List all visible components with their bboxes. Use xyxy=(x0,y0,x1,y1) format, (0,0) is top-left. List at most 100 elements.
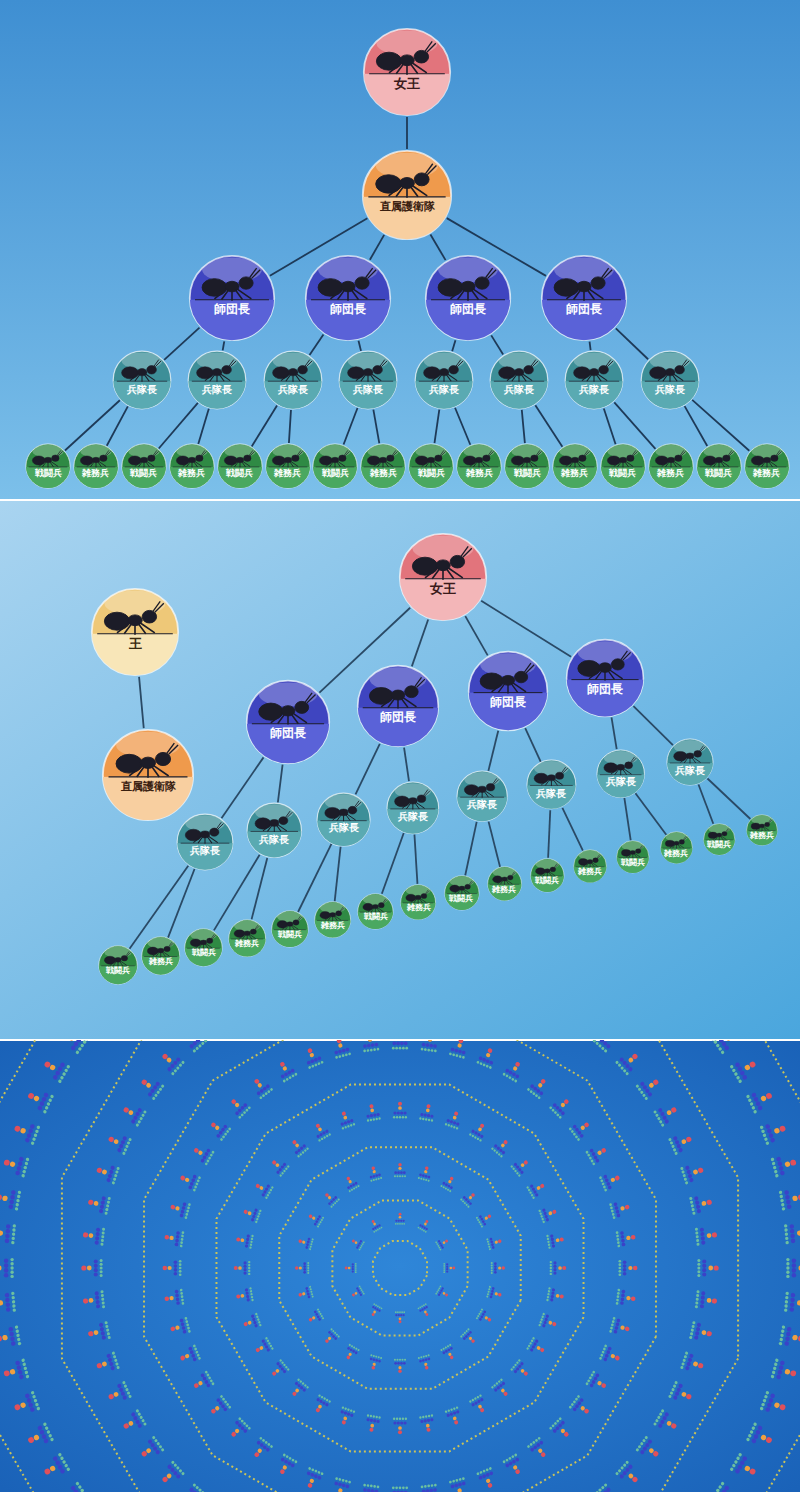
hierarchy-line xyxy=(548,810,550,857)
circle-shape xyxy=(246,802,303,859)
rank-label: 師団長 xyxy=(566,303,602,316)
hierarchy-line xyxy=(164,328,199,360)
circle-shape xyxy=(356,664,440,748)
hierarchy-line xyxy=(159,403,198,449)
rank-label: 戦闘兵 xyxy=(130,469,157,479)
ant-silhouette xyxy=(554,268,612,301)
rank-label: 雑務兵 xyxy=(274,469,301,479)
hierarchy-line xyxy=(707,778,750,819)
rank-label: 戦闘兵 xyxy=(621,859,645,868)
panel-ground xyxy=(0,1040,800,1492)
circle-shape xyxy=(640,350,700,410)
rank-label: 雑務兵 xyxy=(82,469,109,479)
hierarchy-line xyxy=(404,748,409,782)
squad-circle: 兵隊長 xyxy=(489,350,549,410)
ant-silhouette xyxy=(234,925,259,939)
hierarchy-line xyxy=(298,844,331,912)
rank-label: 兵隊長 xyxy=(353,384,383,395)
hierarchy-line xyxy=(488,731,498,771)
rank-label: 兵隊長 xyxy=(127,384,157,395)
guard-circle: 直属護衛隊 xyxy=(361,149,453,241)
circle-shape xyxy=(666,738,714,786)
ant-silhouette xyxy=(649,360,689,382)
rank-label: 兵隊長 xyxy=(606,776,636,787)
hierarchy-line xyxy=(278,765,283,803)
rank-label: 戦闘兵 xyxy=(106,967,130,976)
soldier-circle: 戦闘兵 xyxy=(98,945,138,985)
ant-silhouette xyxy=(579,854,602,867)
hierarchy-line xyxy=(223,341,225,350)
squad-circle: 兵隊長 xyxy=(526,759,577,810)
rank-label: 兵隊長 xyxy=(675,765,705,776)
soldier-circle: 戦闘兵 xyxy=(696,443,742,489)
rank-label: 王 xyxy=(129,637,142,651)
soldier-circle: 戦闘兵 xyxy=(357,893,394,930)
rank-label: 師団長 xyxy=(450,303,486,316)
hierarchy-line xyxy=(434,410,439,444)
rank-label: 雑務兵 xyxy=(750,832,774,841)
circle-shape xyxy=(696,443,742,489)
soldier-circle: 戦闘兵 xyxy=(504,443,550,489)
soldier-circle: 雑務兵 xyxy=(228,919,266,957)
circle-shape xyxy=(360,443,406,489)
ant-silhouette xyxy=(148,943,174,958)
hierarchy-line xyxy=(604,408,616,444)
rank-label: 兵隊長 xyxy=(329,822,359,833)
ant-silhouette xyxy=(80,450,110,467)
ant-silhouette xyxy=(607,450,637,467)
panel-ground xyxy=(0,500,800,1040)
rank-label: 戦闘兵 xyxy=(35,469,62,479)
circle-shape xyxy=(316,792,371,847)
soldier-circle: 雑務兵 xyxy=(746,814,778,846)
division-circle: 師団長 xyxy=(304,254,392,342)
ant-silhouette xyxy=(406,890,430,903)
soldier-circle: 戦闘兵 xyxy=(184,928,223,967)
hierarchy-line xyxy=(614,402,655,448)
circle-shape xyxy=(414,350,474,410)
circle-shape xyxy=(565,638,645,718)
squad-circle: 兵隊長 xyxy=(564,350,624,410)
squad-circle: 兵隊長 xyxy=(246,802,303,859)
soldier-circle: 雑務兵 xyxy=(573,849,607,883)
soldier-circle: 戦闘兵 xyxy=(312,443,358,489)
ant-silhouette xyxy=(463,450,493,467)
rank-label: 雑務兵 xyxy=(578,868,602,877)
ant-silhouette xyxy=(277,916,302,930)
circle-shape xyxy=(169,443,215,489)
circle-shape xyxy=(744,443,790,489)
hierarchy-line xyxy=(635,793,666,834)
division-circle: 師団長 xyxy=(467,650,549,732)
hierarchy-line xyxy=(452,340,455,351)
rank-label: 雑務兵 xyxy=(407,904,431,913)
hierarchy-line xyxy=(356,744,380,794)
rank-label: 戦闘兵 xyxy=(226,469,253,479)
ant-silhouette xyxy=(116,743,178,778)
squad-circle: 兵隊長 xyxy=(666,738,714,786)
ant-silhouette xyxy=(751,450,781,467)
circle-shape xyxy=(444,875,480,911)
rank-label: 戦闘兵 xyxy=(278,931,302,940)
queen-circle: 女王 xyxy=(398,532,488,622)
squad-circle: 兵隊長 xyxy=(338,350,398,410)
ant-silhouette xyxy=(197,360,237,382)
rank-label: 女王 xyxy=(430,582,456,596)
soldier-circle: 雑務兵 xyxy=(456,443,502,489)
circle-shape xyxy=(271,910,309,948)
ant-silhouette xyxy=(348,360,388,382)
division-circle: 師団長 xyxy=(188,254,276,342)
circle-shape xyxy=(187,350,247,410)
circle-shape xyxy=(101,728,195,822)
circle-shape xyxy=(573,849,607,883)
circle-shape xyxy=(245,679,331,765)
rank-label: 雑務兵 xyxy=(321,922,345,931)
hierarchy-line xyxy=(562,808,582,851)
division-circle: 師団長 xyxy=(540,254,628,342)
soldier-circle: 雑務兵 xyxy=(552,443,598,489)
hierarchy-line xyxy=(430,235,445,261)
ant-silhouette xyxy=(449,881,473,894)
rank-label: 兵隊長 xyxy=(467,799,497,810)
rank-label: 雑務兵 xyxy=(178,469,205,479)
hierarchy-line xyxy=(455,408,470,445)
hierarchy-line xyxy=(382,833,404,894)
